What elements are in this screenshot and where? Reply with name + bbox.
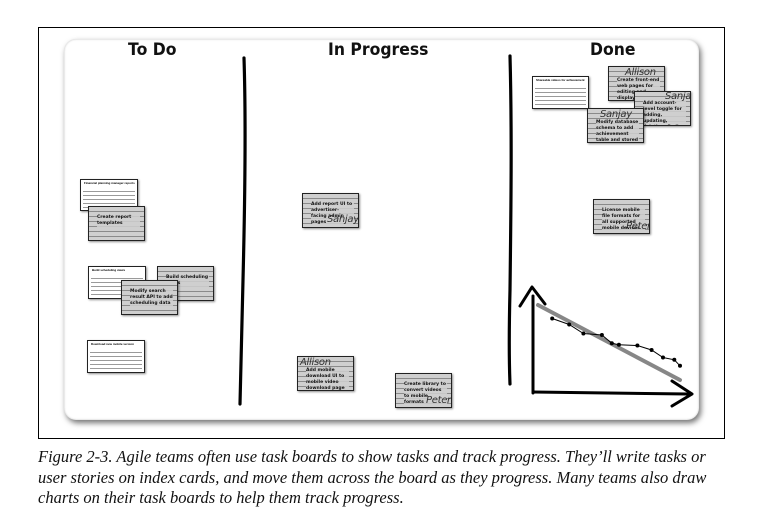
task-card-report-templates[interactable]: Create report templates	[88, 206, 145, 241]
burndown-point	[599, 333, 604, 337]
burndown-axes	[518, 285, 694, 408]
owner-signature: Sanjay	[600, 109, 632, 120]
burndown-point	[661, 355, 665, 360]
task-card-text: Add mobile download UI to mobile video d…	[306, 368, 349, 390]
figure-caption: Figure 2-3. Agile teams often use task b…	[38, 447, 707, 507]
actual-burndown-line	[552, 318, 681, 367]
column-heading-todo: To Do	[128, 40, 177, 60]
task-card-mobile-download-ui[interactable]: Allison Add mobile download UI to mobile…	[297, 356, 354, 391]
task-card-text: License mobile file formats for all supp…	[602, 208, 645, 232]
burndown-point	[581, 331, 586, 336]
owner-signature: Allison	[625, 67, 656, 78]
column-heading-in-progress: In Progress	[328, 40, 429, 60]
burndown-point	[567, 322, 572, 327]
burndown-point	[609, 341, 614, 346]
task-card-text: Create library to convert videos to mobi…	[404, 382, 447, 406]
burndown-point	[635, 343, 640, 348]
task-card-text: Create report templates	[97, 215, 140, 227]
task-card-text: Add account-level toggle for adding, upd…	[643, 101, 686, 125]
task-card-report-ui[interactable]: Add report UI to advertiser-facing admin…	[302, 193, 359, 228]
owner-signature: Sanjay	[327, 214, 359, 225]
story-card-mobile-download[interactable]: Download new mobile version	[87, 340, 145, 373]
burndown-point	[616, 342, 621, 347]
story-card-title: Shareable videos for achievement	[536, 78, 585, 82]
task-card-license-formats[interactable]: License mobile file formats for all supp…	[593, 199, 650, 234]
x-axis	[531, 390, 690, 396]
task-card-text: Add report UI to advertiser-facing admin…	[311, 202, 354, 226]
owner-signature: Peter	[626, 221, 650, 232]
task-card-convert-library[interactable]: Create library to convert videos to mobi…	[395, 373, 452, 408]
divider-line-1	[238, 56, 247, 406]
x-axis-arrow-icon	[670, 379, 694, 408]
burndown-point	[649, 348, 654, 352]
task-card-text: Modify database schema to add achievemen…	[596, 120, 639, 142]
owner-signature: Peter	[426, 395, 451, 406]
story-card-achievements[interactable]: Shareable videos for achievement	[532, 76, 589, 109]
burndown-point	[672, 357, 677, 362]
card-lines	[83, 188, 135, 208]
owner-signature: Allison	[300, 357, 331, 368]
task-card-text: Modify search result API to add scheduli…	[130, 289, 173, 307]
story-card-title: Download new mobile version	[91, 342, 135, 346]
divider-line-2	[507, 54, 513, 386]
card-lines	[90, 349, 142, 370]
burndown-point	[550, 316, 555, 321]
y-axis-arrow-icon	[518, 285, 547, 308]
story-card-title: Build scheduling views	[92, 268, 126, 272]
burndown-point	[678, 363, 682, 368]
column-heading-done: Done	[590, 40, 636, 60]
task-card-database-schema[interactable]: Sanjay Modify database schema to add ach…	[587, 108, 644, 143]
task-card-account-toggle[interactable]: Sanjay Add account-level toggle for addi…	[634, 91, 691, 126]
ideal-burndown-line	[536, 303, 682, 382]
owner-signature: Sanjay	[665, 91, 691, 102]
task-card-search-api[interactable]: Modify search result API to add scheduli…	[121, 280, 178, 315]
card-lines	[535, 85, 586, 106]
actual-burndown-points	[550, 316, 682, 368]
story-card-title: Financial planning manager reports	[84, 181, 135, 185]
